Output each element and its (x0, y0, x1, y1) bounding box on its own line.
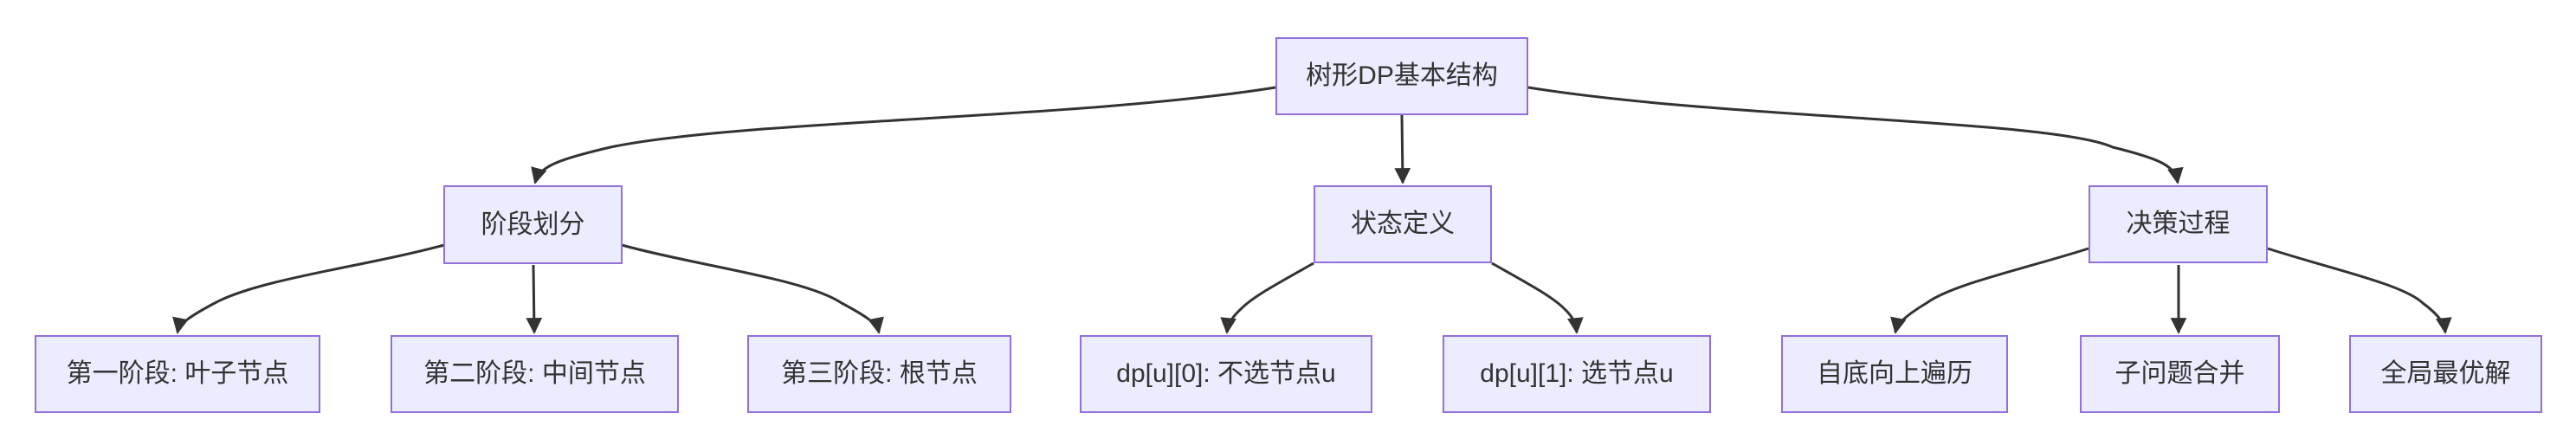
edge-decision-proc1 (1890, 247, 2089, 334)
node-dp-u-1: dp[u][1]: 选节点u (1443, 335, 1711, 413)
node-stage1-label: 第一阶段: 叶子节点 (66, 359, 289, 388)
node-stage3-root-node: 第三阶段: 根节点 (747, 335, 1011, 413)
node-dp-u-1-label: dp[u][1]: 选节点u (1480, 359, 1674, 388)
node-root: 树形DP基本结构 (1275, 37, 1528, 115)
edge-state-dp0 (1220, 261, 1314, 334)
node-state-definition-label: 状态定义 (1351, 210, 1455, 238)
node-stage-division: 阶段划分 (443, 185, 623, 264)
node-global-optimum: 全局最优解 (2349, 335, 2542, 413)
node-subproblem-merge-label: 子问题合并 (2114, 359, 2245, 388)
edge-decision-proc3 (2267, 247, 2452, 334)
node-decision-process-label: 决策过程 (2126, 210, 2231, 238)
node-bottom-up-traversal-label: 自底向上遍历 (1817, 359, 1972, 388)
node-root-label: 树形DP基本结构 (1306, 61, 1498, 90)
node-stage3-label: 第三阶段: 根节点 (781, 359, 978, 388)
edge-root-state (1394, 114, 1411, 184)
node-stage2-middle-nodes: 第二阶段: 中间节点 (391, 335, 679, 413)
edge-stage-stage2 (526, 264, 543, 334)
node-global-optimum-label: 全局最优解 (2380, 359, 2511, 388)
node-subproblem-merge: 子问题合并 (2080, 335, 2280, 413)
node-stage2-label: 第二阶段: 中间节点 (423, 359, 646, 388)
node-state-definition: 状态定义 (1314, 185, 1492, 263)
node-bottom-up-traversal: 自底向上遍历 (1781, 335, 2008, 413)
node-stage-division-label: 阶段划分 (481, 210, 585, 239)
edge-root-stage (531, 86, 1276, 184)
node-stage1-leaf-nodes: 第一阶段: 叶子节点 (35, 335, 320, 413)
edge-state-dp1 (1491, 261, 1584, 334)
edge-stage-stage3 (621, 243, 884, 334)
edge-stage-stage1 (172, 243, 445, 334)
edge-root-decision (1527, 86, 2184, 184)
node-dp-u-0: dp[u][0]: 不选节点u (1080, 335, 1372, 413)
node-dp-u-0-label: dp[u][0]: 不选节点u (1116, 359, 1336, 388)
node-decision-process: 决策过程 (2089, 185, 2268, 263)
